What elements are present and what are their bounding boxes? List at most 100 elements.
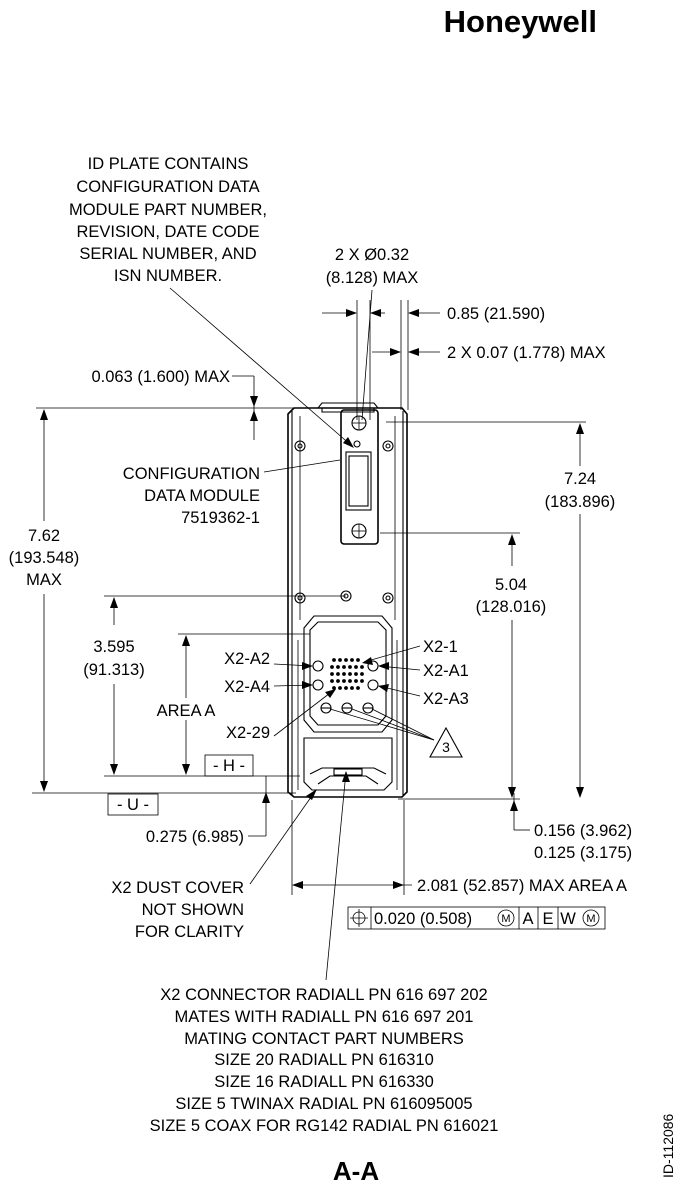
dust-cover-line: X2 DUST COVER	[111, 879, 244, 897]
connector-pin	[348, 679, 352, 683]
fcf-modifier-1: M	[501, 913, 510, 925]
flag-note-triangle: 3	[429, 726, 463, 758]
offset-0063-label: 0.063 (1.600) MAX	[92, 368, 231, 386]
width-085-label: 0.85 (21.590)	[447, 305, 545, 323]
height-724-value: 7.24	[564, 470, 596, 488]
hole-max-label: (8.128) MAX	[326, 269, 419, 287]
id-plate-line: MODULE PART NUMBER,	[69, 201, 267, 219]
connector-pin	[356, 686, 360, 690]
fcf-datum-a: A	[522, 910, 533, 928]
connector-pin	[330, 665, 334, 669]
datum-h: - H -	[204, 754, 254, 777]
height-724-mm: (183.896)	[545, 493, 616, 511]
connector-pin	[350, 658, 354, 662]
x2-1-label: X2-1	[423, 638, 458, 656]
x2-a3-label: X2-A3	[423, 690, 469, 708]
connector-pin	[354, 679, 358, 683]
x2-note-line: X2 CONNECTOR RADIALL PN 616 697 202	[160, 986, 487, 1004]
x2-a1-label: X2-A1	[423, 662, 469, 680]
drawing-id: ID-112086	[660, 1113, 676, 1178]
height-762-mm: (193.548)	[9, 549, 80, 567]
id-plate-line: ID PLATE CONTAINS	[88, 155, 249, 173]
connector-pin	[342, 679, 346, 683]
id-plate-line: SERIAL NUMBER, AND	[79, 245, 256, 263]
area-a-label: AREA A	[157, 702, 216, 720]
x2-29-label: X2-29	[226, 724, 270, 742]
x2-note-line: MATES WITH RADIALL PN 616 697 201	[175, 1008, 474, 1026]
x2-connector	[312, 658, 379, 714]
width-007-label: 2 X 0.07 (1.778) MAX	[447, 344, 606, 362]
position-symbol-icon	[350, 909, 368, 927]
x2-note-line: SIZE 16 RADIALL PN 616330	[214, 1073, 434, 1091]
id-plate-line: REVISION, DATE CODE	[76, 223, 259, 241]
dust-cover-line: FOR CLARITY	[135, 923, 244, 941]
height-3595-mm: (91.313)	[83, 661, 144, 679]
width-2081-label: 2.081 (52.857) MAX AREA A	[417, 877, 627, 895]
datum-h-label: - H -	[213, 757, 245, 775]
connector-pin	[348, 672, 352, 676]
housing	[287, 402, 408, 798]
height-762-max: MAX	[26, 571, 62, 589]
height-3595-value: 3.595	[93, 638, 134, 656]
x2-note-line: SIZE 20 RADIALL PN 616310	[214, 1051, 434, 1069]
hole-qty-label: 2 X Ø0.32	[335, 246, 409, 264]
connector-pin	[330, 672, 334, 676]
connector-pin	[336, 679, 340, 683]
connector-pin	[354, 672, 358, 676]
connector-pin	[360, 679, 364, 683]
connector-pin	[348, 665, 352, 669]
connector-pin	[338, 658, 342, 662]
fcf-tolerance: 0.020 (0.508)	[374, 910, 472, 928]
height-504-value: 5.04	[495, 576, 527, 594]
height-762-value: 7.62	[28, 527, 60, 545]
datum-u-label: - U -	[117, 796, 149, 814]
connector-pin	[336, 672, 340, 676]
view-title: A-A	[333, 1156, 379, 1186]
config-module-line: DATA MODULE	[144, 487, 260, 505]
leader-lines	[169, 287, 435, 981]
x2-note-line: MATING CONTACT PART NUMBERS	[184, 1030, 464, 1048]
dust-cover-note: X2 DUST COVER NOT SHOWN FOR CLARITY	[111, 879, 244, 941]
fcf-modifier-2: M	[586, 913, 595, 925]
connector-pin	[332, 658, 336, 662]
height-504-mm: (128.016)	[476, 598, 547, 616]
mounting-screws	[294, 440, 394, 604]
pin-field	[330, 658, 364, 690]
x2-note-line: SIZE 5 COAX FOR RG142 RADIAL PN 616021	[150, 1117, 499, 1135]
flag-note-number: 3	[442, 739, 450, 755]
offset-0125-label: 0.125 (3.175)	[534, 844, 632, 862]
connector-pin	[354, 665, 358, 669]
connector-pin	[360, 672, 364, 676]
connector-pin	[338, 686, 342, 690]
brand-logo: Honeywell	[444, 4, 597, 39]
connector-pin	[342, 665, 346, 669]
id-plate-line: CONFIGURATION DATA	[76, 178, 259, 196]
offset-0275-label: 0.275 (6.985)	[146, 828, 244, 846]
x2-note-line: SIZE 5 TWINAX RADIAL PN 616095005	[175, 1095, 472, 1113]
connector-pin	[344, 686, 348, 690]
config-module-note: CONFIGURATION DATA MODULE 7519362-1	[123, 465, 260, 527]
connector-pin	[350, 686, 354, 690]
x2-a2-label: X2-A2	[224, 650, 270, 668]
fcf-datum-w: W	[560, 910, 576, 928]
config-module-line: CONFIGURATION	[123, 465, 260, 483]
config-module-line: 7519362-1	[181, 509, 260, 527]
dimension-lines	[40, 309, 584, 889]
id-plate-line: ISN NUMBER.	[114, 267, 222, 285]
datum-u: - U -	[107, 793, 159, 816]
connector-pin	[336, 665, 340, 669]
connector-pin	[344, 658, 348, 662]
connector-pin	[342, 672, 346, 676]
offset-0156-label: 0.156 (3.962)	[534, 822, 632, 840]
extension-lines	[32, 300, 586, 895]
x2-a4-label: X2-A4	[224, 678, 270, 696]
connector-pin	[356, 658, 360, 662]
connector-pin	[332, 686, 336, 690]
feature-control-frame: 0.020 (0.508) M A E W M	[347, 906, 606, 930]
x2-connector-note: X2 CONNECTOR RADIALL PN 616 697 202 MATE…	[150, 986, 499, 1135]
fcf-datum-e: E	[542, 910, 553, 928]
connector-pin	[360, 665, 364, 669]
connector-pin	[330, 679, 334, 683]
dust-cover-line: NOT SHOWN	[142, 901, 244, 919]
